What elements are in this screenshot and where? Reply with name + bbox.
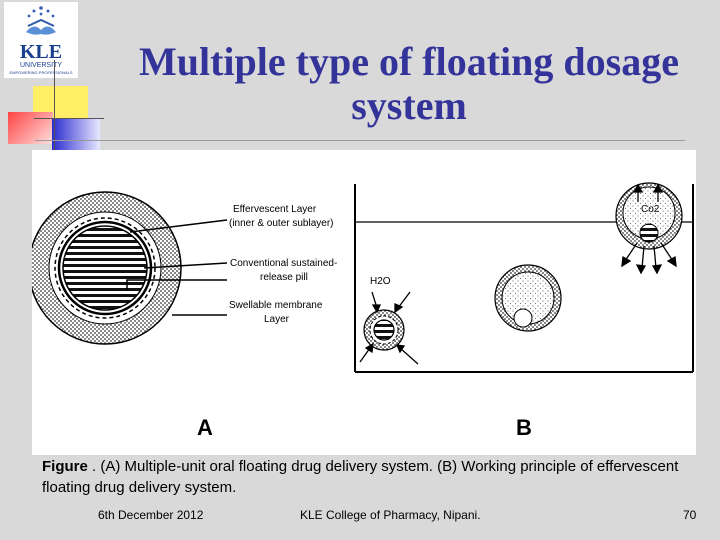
label-effervescent-layer: Effervescent Layer [233, 204, 317, 215]
footer-date: 6th December 2012 [98, 508, 204, 522]
label-water: H2O [370, 276, 391, 287]
release-arrows [621, 242, 677, 275]
deco-vertical-line [54, 60, 55, 155]
label-sustained-release: Conventional sustained- [230, 258, 337, 269]
figure-panel: Effervescent Layer (inner & outer sublay… [28, 150, 696, 455]
stars-icon [27, 6, 55, 18]
label-co2: Co2 [641, 204, 660, 215]
label-release-pill: release pill [260, 272, 308, 283]
deco-horizontal-line [34, 118, 104, 119]
panel-label-a: A [197, 415, 213, 440]
label-effervescent-sublayer: (inner & outer sublayer) [229, 218, 334, 229]
title-divider [35, 140, 685, 141]
label-membrane-layer: Layer [264, 314, 290, 325]
panel-label-b: B [516, 415, 532, 440]
logo-sub-tagline: EMPOWERING PROFESSIONALS [9, 70, 72, 75]
footer-organization: KLE College of Pharmacy, Nipani. [300, 508, 481, 522]
unit-floating [615, 182, 683, 250]
unit-swelling [494, 264, 562, 332]
water-arrows [359, 291, 419, 365]
caption-prefix: Figure [42, 458, 88, 475]
caption-text: . (A) Multiple-unit oral floating drug d… [42, 458, 679, 496]
leader-lines [126, 219, 228, 316]
kle-logo: KLE UNIVERSITY EMPOWERING PROFESSIONALS [4, 2, 78, 78]
gas-bubble-arrows [632, 183, 664, 202]
deco-blue-square [52, 118, 100, 154]
figure-caption: Figure . (A) Multiple-unit oral floating… [42, 456, 702, 498]
logo-sub-university: UNIVERSITY [20, 62, 62, 69]
slide-title: Multiple type of floating dosage system [139, 39, 679, 128]
dosage-unit-cross-section [28, 191, 182, 345]
hands-icon [26, 18, 56, 35]
unit-water-absorption [363, 309, 405, 351]
logo-text: KLE [20, 41, 62, 63]
label-swellable-membrane: Swellable membrane [229, 300, 323, 311]
footer-page-number: 70 [683, 508, 697, 522]
deco-red-square [8, 112, 53, 144]
